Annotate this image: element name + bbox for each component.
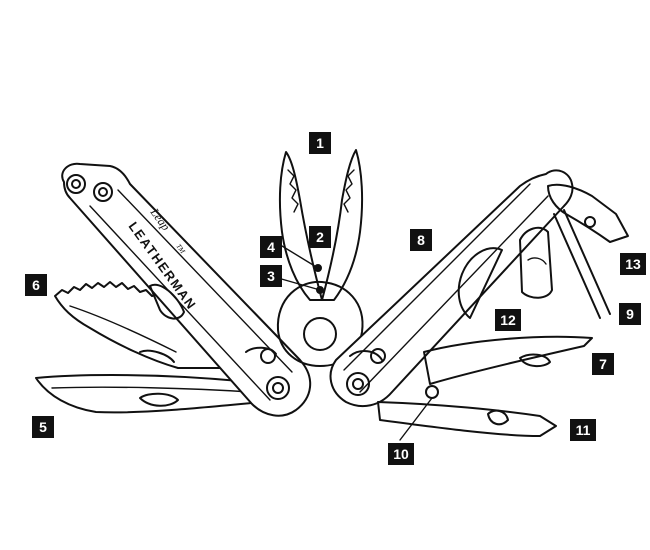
label-12: 12 (495, 309, 521, 331)
screwdriver-blade (377, 401, 557, 437)
left-handle: LEATHERMAN Leap TM (61, 162, 312, 417)
label-2: 2 (309, 226, 331, 248)
leader-lines (277, 245, 433, 441)
bit-driver-tool (547, 183, 629, 243)
label-10: 10 (388, 443, 414, 465)
right-handle (329, 169, 574, 408)
label-13: 13 (620, 253, 646, 275)
label-11: 11 (570, 419, 596, 441)
bottle-opener (519, 226, 553, 299)
label-6: 6 (25, 274, 47, 296)
label-8: 8 (410, 229, 432, 251)
opener-hole (425, 385, 439, 399)
label-1: 1 (309, 132, 331, 154)
knife-blade (35, 374, 269, 414)
wire-rods (553, 209, 611, 319)
label-5: 5 (32, 416, 54, 438)
label-4: 4 (260, 236, 282, 258)
spring-pliers (423, 335, 593, 385)
label-7: 7 (592, 353, 614, 375)
label-9: 9 (619, 303, 641, 325)
label-3: 3 (260, 265, 282, 287)
pliers-jaws (276, 149, 364, 367)
